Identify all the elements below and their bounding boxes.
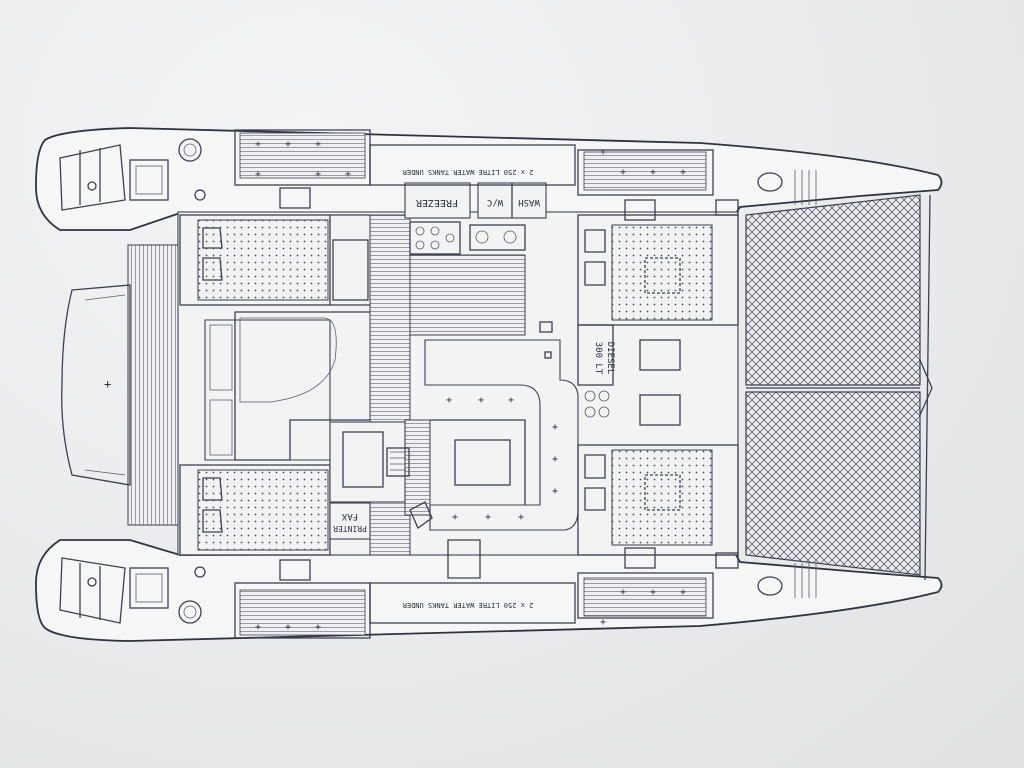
- wc-label: W/C: [487, 197, 503, 207]
- svg-text:+: +: [446, 395, 452, 406]
- svg-text:+: +: [680, 167, 686, 178]
- svg-text:+: +: [315, 622, 321, 633]
- svg-text:+: +: [650, 587, 656, 598]
- svg-text:+: +: [255, 622, 261, 633]
- svg-text:+: +: [508, 395, 514, 406]
- svg-text:+: +: [104, 377, 111, 391]
- printer-label: PRINTER: [333, 524, 367, 533]
- svg-text:+: +: [285, 139, 291, 150]
- svg-text:+: +: [315, 139, 321, 150]
- saloon-settee: + + + + + + + + +: [424, 339, 579, 531]
- svg-text:+: +: [552, 422, 558, 433]
- aft-cockpit: [179, 214, 381, 556]
- water-tanks-bottom-label: 2 x 250 LITRE WATER TANKS UNDER: [402, 601, 533, 609]
- port-hull-interior: 2 x 250 LITRE WATER TANKS UNDER: [194, 129, 817, 221]
- svg-text:+: +: [680, 587, 686, 598]
- freezer-label: FREEZER: [415, 197, 458, 208]
- port-stern: [59, 138, 202, 211]
- trampoline-net: [745, 194, 933, 581]
- svg-text:+: +: [255, 139, 261, 150]
- svg-text:+: +: [620, 167, 626, 178]
- svg-text:+: +: [650, 167, 656, 178]
- svg-text:+: +: [255, 169, 261, 180]
- water-tanks-top-label: 2 x 250 LITRE WATER TANKS UNDER: [402, 168, 533, 176]
- nav-station: FAX PRINTER: [329, 421, 433, 540]
- diesel-qty-label: 300 LT: [593, 342, 603, 375]
- forward-cabins: [577, 214, 739, 556]
- svg-text:+: +: [345, 169, 351, 180]
- svg-text:+: +: [620, 587, 626, 598]
- svg-text:+: +: [600, 147, 606, 158]
- svg-text:+: +: [452, 512, 458, 523]
- svg-text:+: +: [315, 169, 321, 180]
- svg-text:+: +: [600, 617, 606, 628]
- svg-text:+: +: [518, 512, 524, 523]
- svg-text:+: +: [478, 395, 484, 406]
- diesel-label: DIESEL: [605, 342, 615, 375]
- wash-label: WASH: [518, 197, 540, 207]
- svg-text:+: +: [485, 512, 491, 523]
- svg-text:+: +: [552, 454, 558, 465]
- starboard-stern: [59, 557, 202, 624]
- fax-label: FAX: [341, 511, 358, 521]
- galley: FREEZER WASH W/C: [404, 182, 547, 255]
- starboard-hull-interior: 2 x 250 LITRE WATER TANKS UNDER: [194, 539, 817, 639]
- svg-text:+: +: [552, 486, 558, 497]
- hatch-marks: + + + + + + + + + + + + + + + + +: [255, 139, 686, 633]
- svg-text:+: +: [285, 622, 291, 633]
- aft-steps: +: [61, 244, 179, 526]
